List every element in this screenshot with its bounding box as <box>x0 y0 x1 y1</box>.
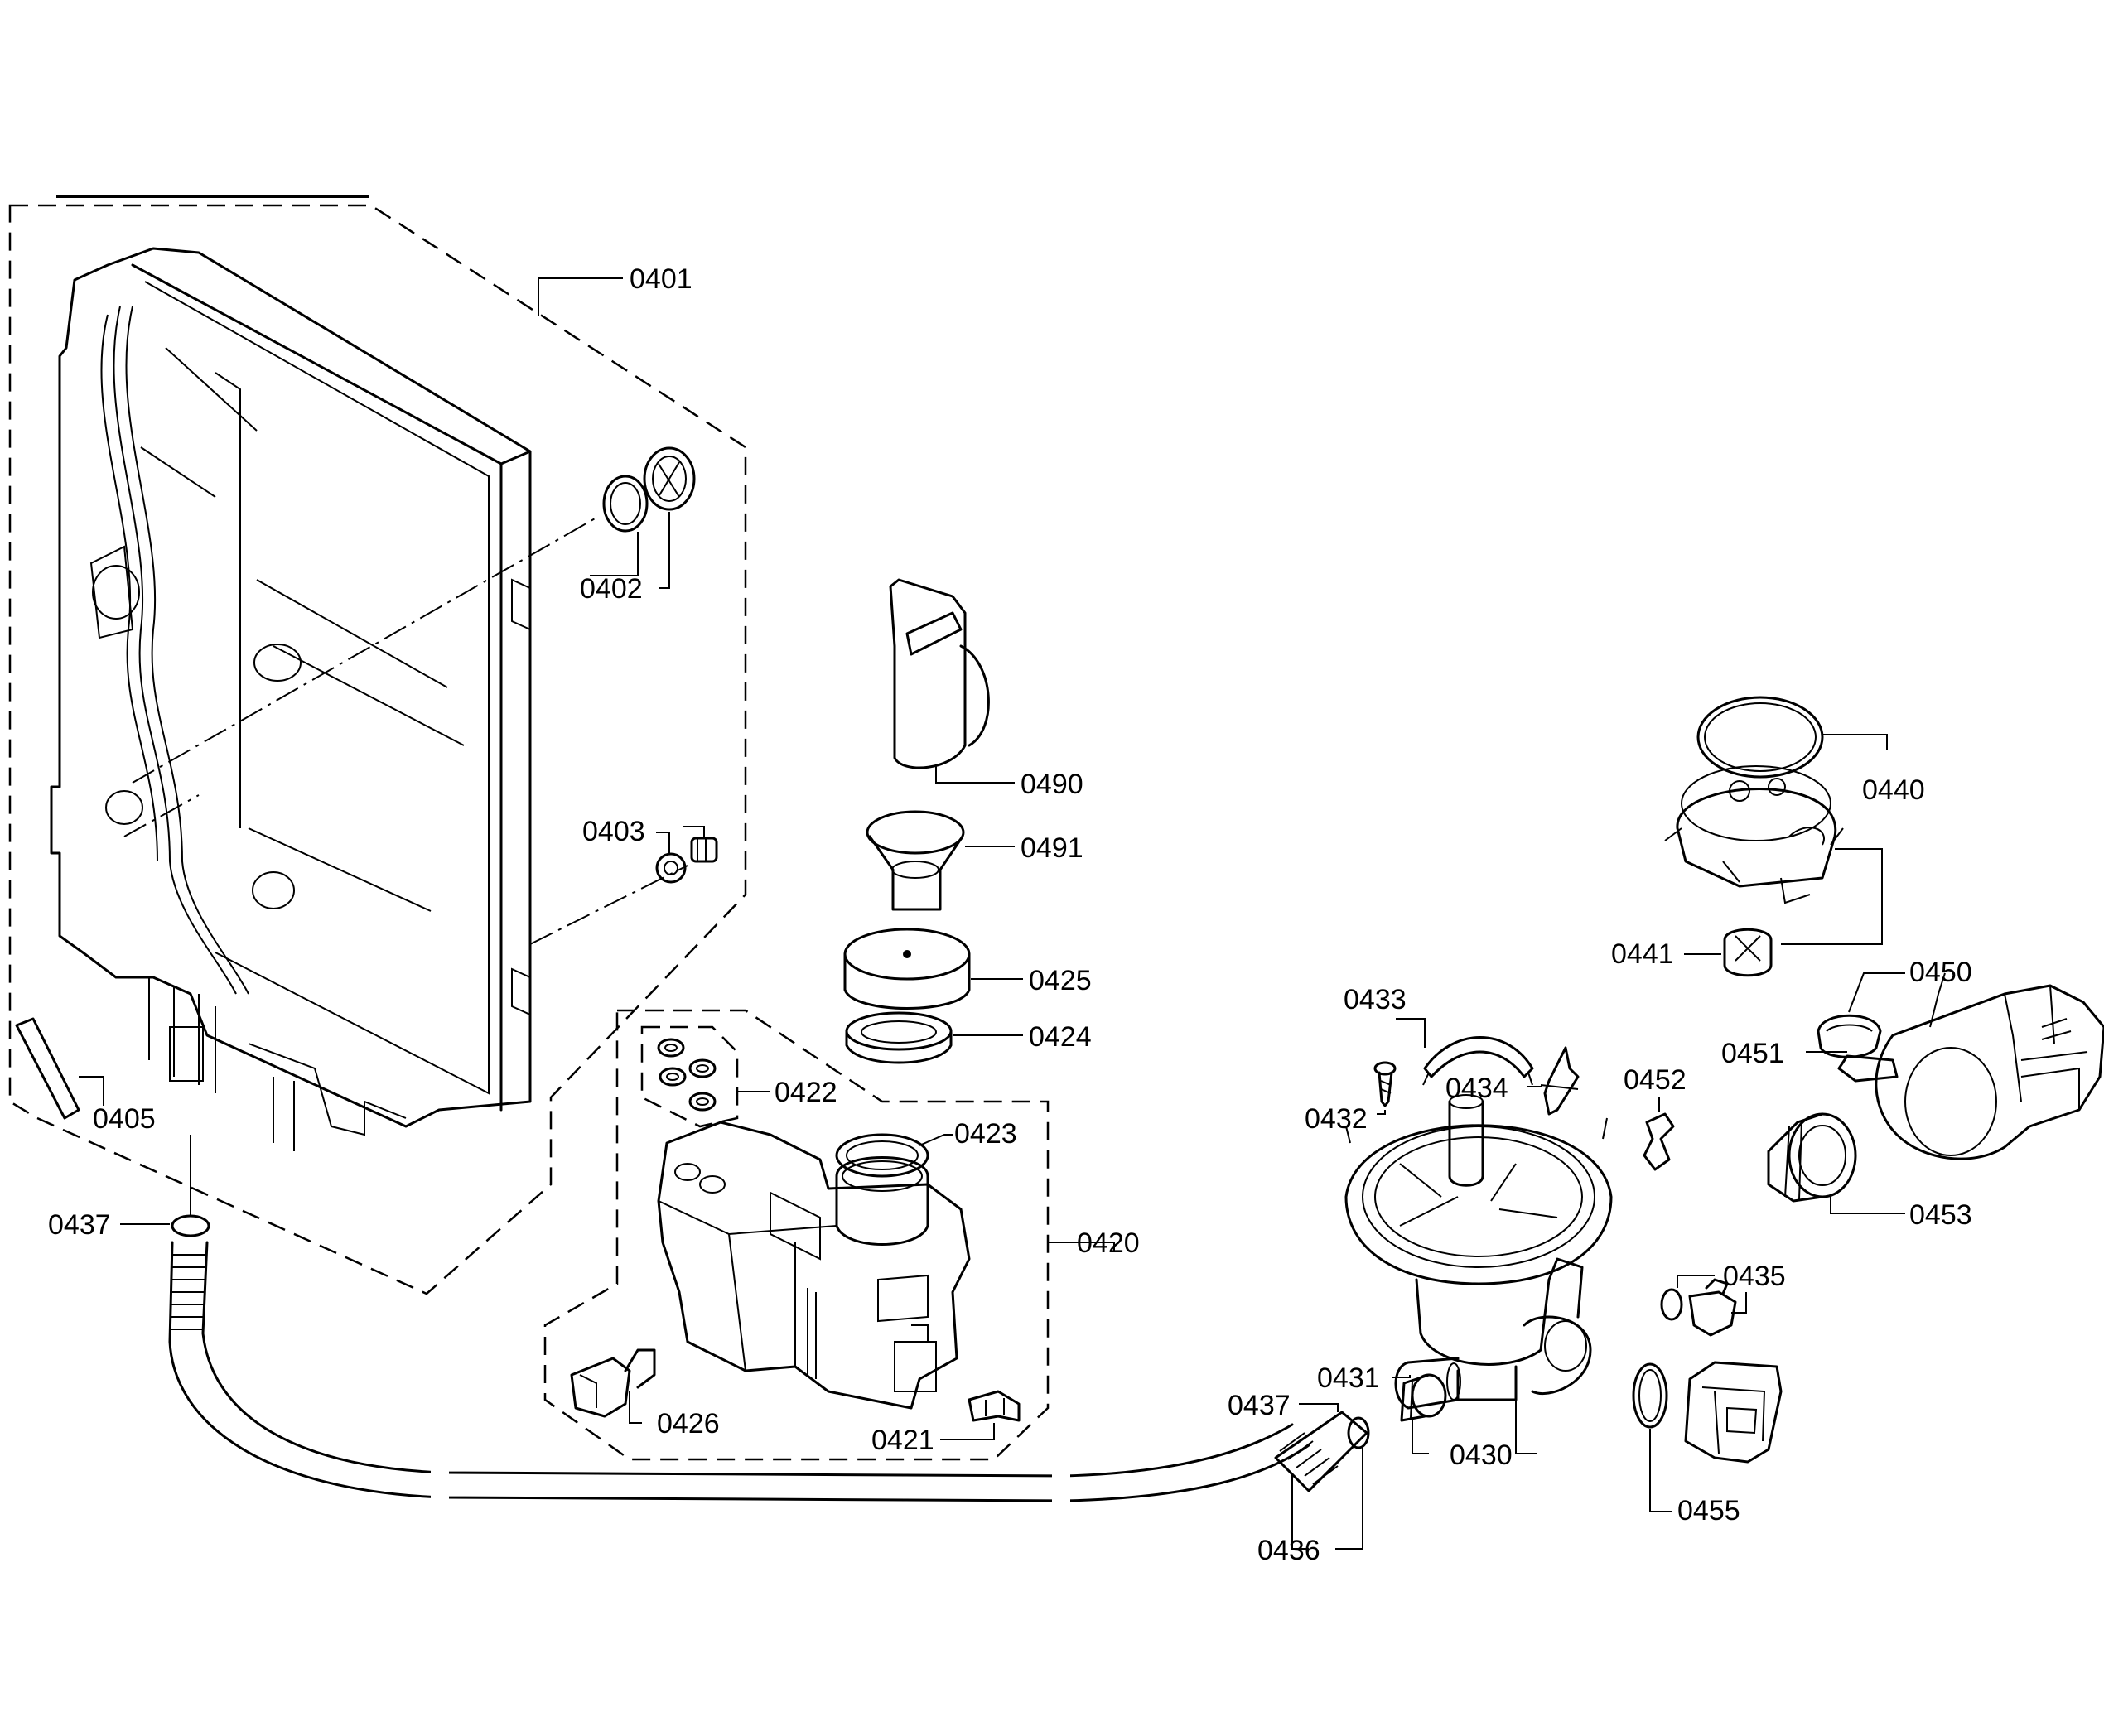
label-0430: 0430 <box>1450 1439 1513 1471</box>
fitting-0403 <box>655 837 718 884</box>
label-0455: 0455 <box>1677 1495 1740 1526</box>
hose-clamp-0437-upper <box>171 1214 210 1237</box>
label-0437-upper: 0437 <box>48 1209 111 1241</box>
water-softener-0420 <box>657 1121 971 1410</box>
label-0435: 0435 <box>1723 1261 1786 1292</box>
label-0402: 0402 <box>580 573 643 605</box>
lid-0425 <box>843 928 971 1010</box>
label-0426: 0426 <box>657 1408 720 1439</box>
label-0453: 0453 <box>1909 1199 1972 1231</box>
cup-0491 <box>866 810 965 911</box>
label-0403: 0403 <box>582 816 645 847</box>
label-0420: 0420 <box>1077 1227 1140 1259</box>
seal-ring-0402 <box>602 475 649 533</box>
o-ring-0435 <box>1660 1288 1683 1321</box>
label-0440: 0440 <box>1862 774 1925 806</box>
group-outline-0420 <box>543 1009 1050 1461</box>
bracket-0452 <box>1643 1112 1675 1171</box>
cover-0433 <box>1422 1036 1534 1086</box>
label-0490: 0490 <box>1021 769 1083 800</box>
label-0422: 0422 <box>775 1077 837 1108</box>
label-0436: 0436 <box>1257 1535 1320 1566</box>
label-0433: 0433 <box>1344 984 1407 1015</box>
label-0491: 0491 <box>1021 832 1083 864</box>
sensor-0435 <box>1688 1278 1737 1337</box>
drain-hose-0436 <box>168 1241 1368 1510</box>
label-0441: 0441 <box>1611 938 1674 970</box>
hose-clamp-0437-lower <box>1347 1416 1370 1449</box>
label-0452: 0452 <box>1624 1064 1687 1096</box>
circulation-pump-0450 <box>1837 984 2104 1160</box>
funnel-0490 <box>889 578 990 769</box>
label-0451: 0451 <box>1721 1038 1784 1069</box>
label-0401: 0401 <box>630 263 692 295</box>
valve-0426 <box>570 1348 656 1418</box>
ring-0424 <box>845 1011 953 1064</box>
label-0424: 0424 <box>1029 1021 1092 1053</box>
seals-0422 <box>657 1038 717 1112</box>
cover-0440 <box>1664 765 1844 904</box>
o-ring-0455 <box>1632 1362 1668 1429</box>
label-0425: 0425 <box>1029 965 1092 996</box>
clip-0405 <box>15 1017 80 1120</box>
coupling-0431 <box>1400 1373 1447 1422</box>
tub-body <box>50 247 688 1151</box>
adapter-0453 <box>1767 1112 1857 1203</box>
group-outline-0401 <box>8 204 747 1295</box>
flap-0434 <box>1540 1046 1580 1116</box>
subgroup-outline-0422 <box>640 1025 739 1128</box>
label-0434: 0434 <box>1445 1073 1508 1104</box>
screw-0432 <box>1373 1061 1397 1107</box>
sensor-0441 <box>1723 928 1773 977</box>
label-0405: 0405 <box>93 1103 156 1135</box>
drain-pump-0455 <box>1684 1361 1783 1464</box>
label-0431: 0431 <box>1317 1362 1380 1394</box>
label-0432: 0432 <box>1305 1103 1368 1135</box>
label-0437-lower: 0437 <box>1228 1390 1291 1421</box>
sump-0430 <box>1344 1094 1613 1410</box>
label-0421: 0421 <box>871 1425 934 1456</box>
clip-0421 <box>968 1390 1021 1422</box>
ring-0440 <box>1696 696 1824 779</box>
label-0423: 0423 <box>954 1118 1017 1150</box>
gasket-0423 <box>835 1133 929 1178</box>
label-0450: 0450 <box>1909 957 1972 988</box>
clamp-0451 <box>1817 1014 1882 1058</box>
cap-0402 <box>643 446 696 511</box>
